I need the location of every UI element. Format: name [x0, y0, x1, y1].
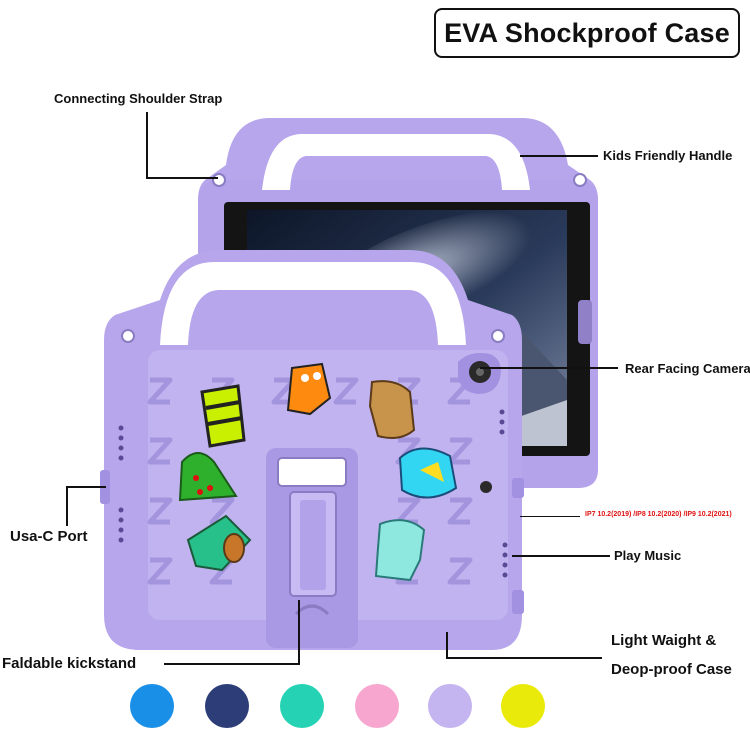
connector-usbc-h: [66, 486, 106, 488]
label-usbc: Usa-C Port: [10, 528, 88, 545]
connector-camera: [480, 367, 618, 369]
title-box: EVA Shockproof Case: [434, 8, 740, 58]
connector-weight-h: [446, 657, 602, 659]
label-compatible-models: IP7 10.2(2019) /IP8 10.2(2020) /IP9 10.2…: [585, 511, 732, 518]
connector-weight-v: [446, 632, 448, 658]
label-camera: Rear Facing Camera: [625, 361, 750, 376]
animal-stickers: [178, 362, 458, 582]
connector-music: [512, 555, 610, 557]
label-handle: Kids Friendly Handle: [603, 148, 733, 163]
color-swatch-pink[interactable]: [355, 684, 399, 728]
color-swatch-blue[interactable]: [130, 684, 174, 728]
case-back-view: [100, 250, 524, 650]
connector-shoulder-strap-h: [146, 177, 218, 179]
page-title: EVA Shockproof Case: [444, 17, 730, 48]
connector-shoulder-strap-v: [146, 112, 148, 178]
label-weight-line2: Deop-proof Case: [611, 661, 732, 678]
color-swatch-lavender[interactable]: [428, 684, 472, 728]
connector-kickstand-v: [298, 600, 300, 664]
label-weight-line1: Light Waight &: [611, 632, 717, 649]
label-shoulder-strap: Connecting Shoulder Strap: [54, 91, 223, 106]
color-swatch-teal[interactable]: [280, 684, 324, 728]
connector-kickstand-h: [164, 663, 300, 665]
color-swatch-yellow[interactable]: [501, 684, 545, 728]
connector-models: [520, 516, 580, 517]
label-music: Play Music: [614, 548, 682, 563]
connector-handle: [520, 155, 598, 157]
connector-usbc-v: [66, 486, 68, 526]
label-kickstand: Faldable kickstand: [2, 655, 137, 672]
color-swatch-navy[interactable]: [205, 684, 249, 728]
